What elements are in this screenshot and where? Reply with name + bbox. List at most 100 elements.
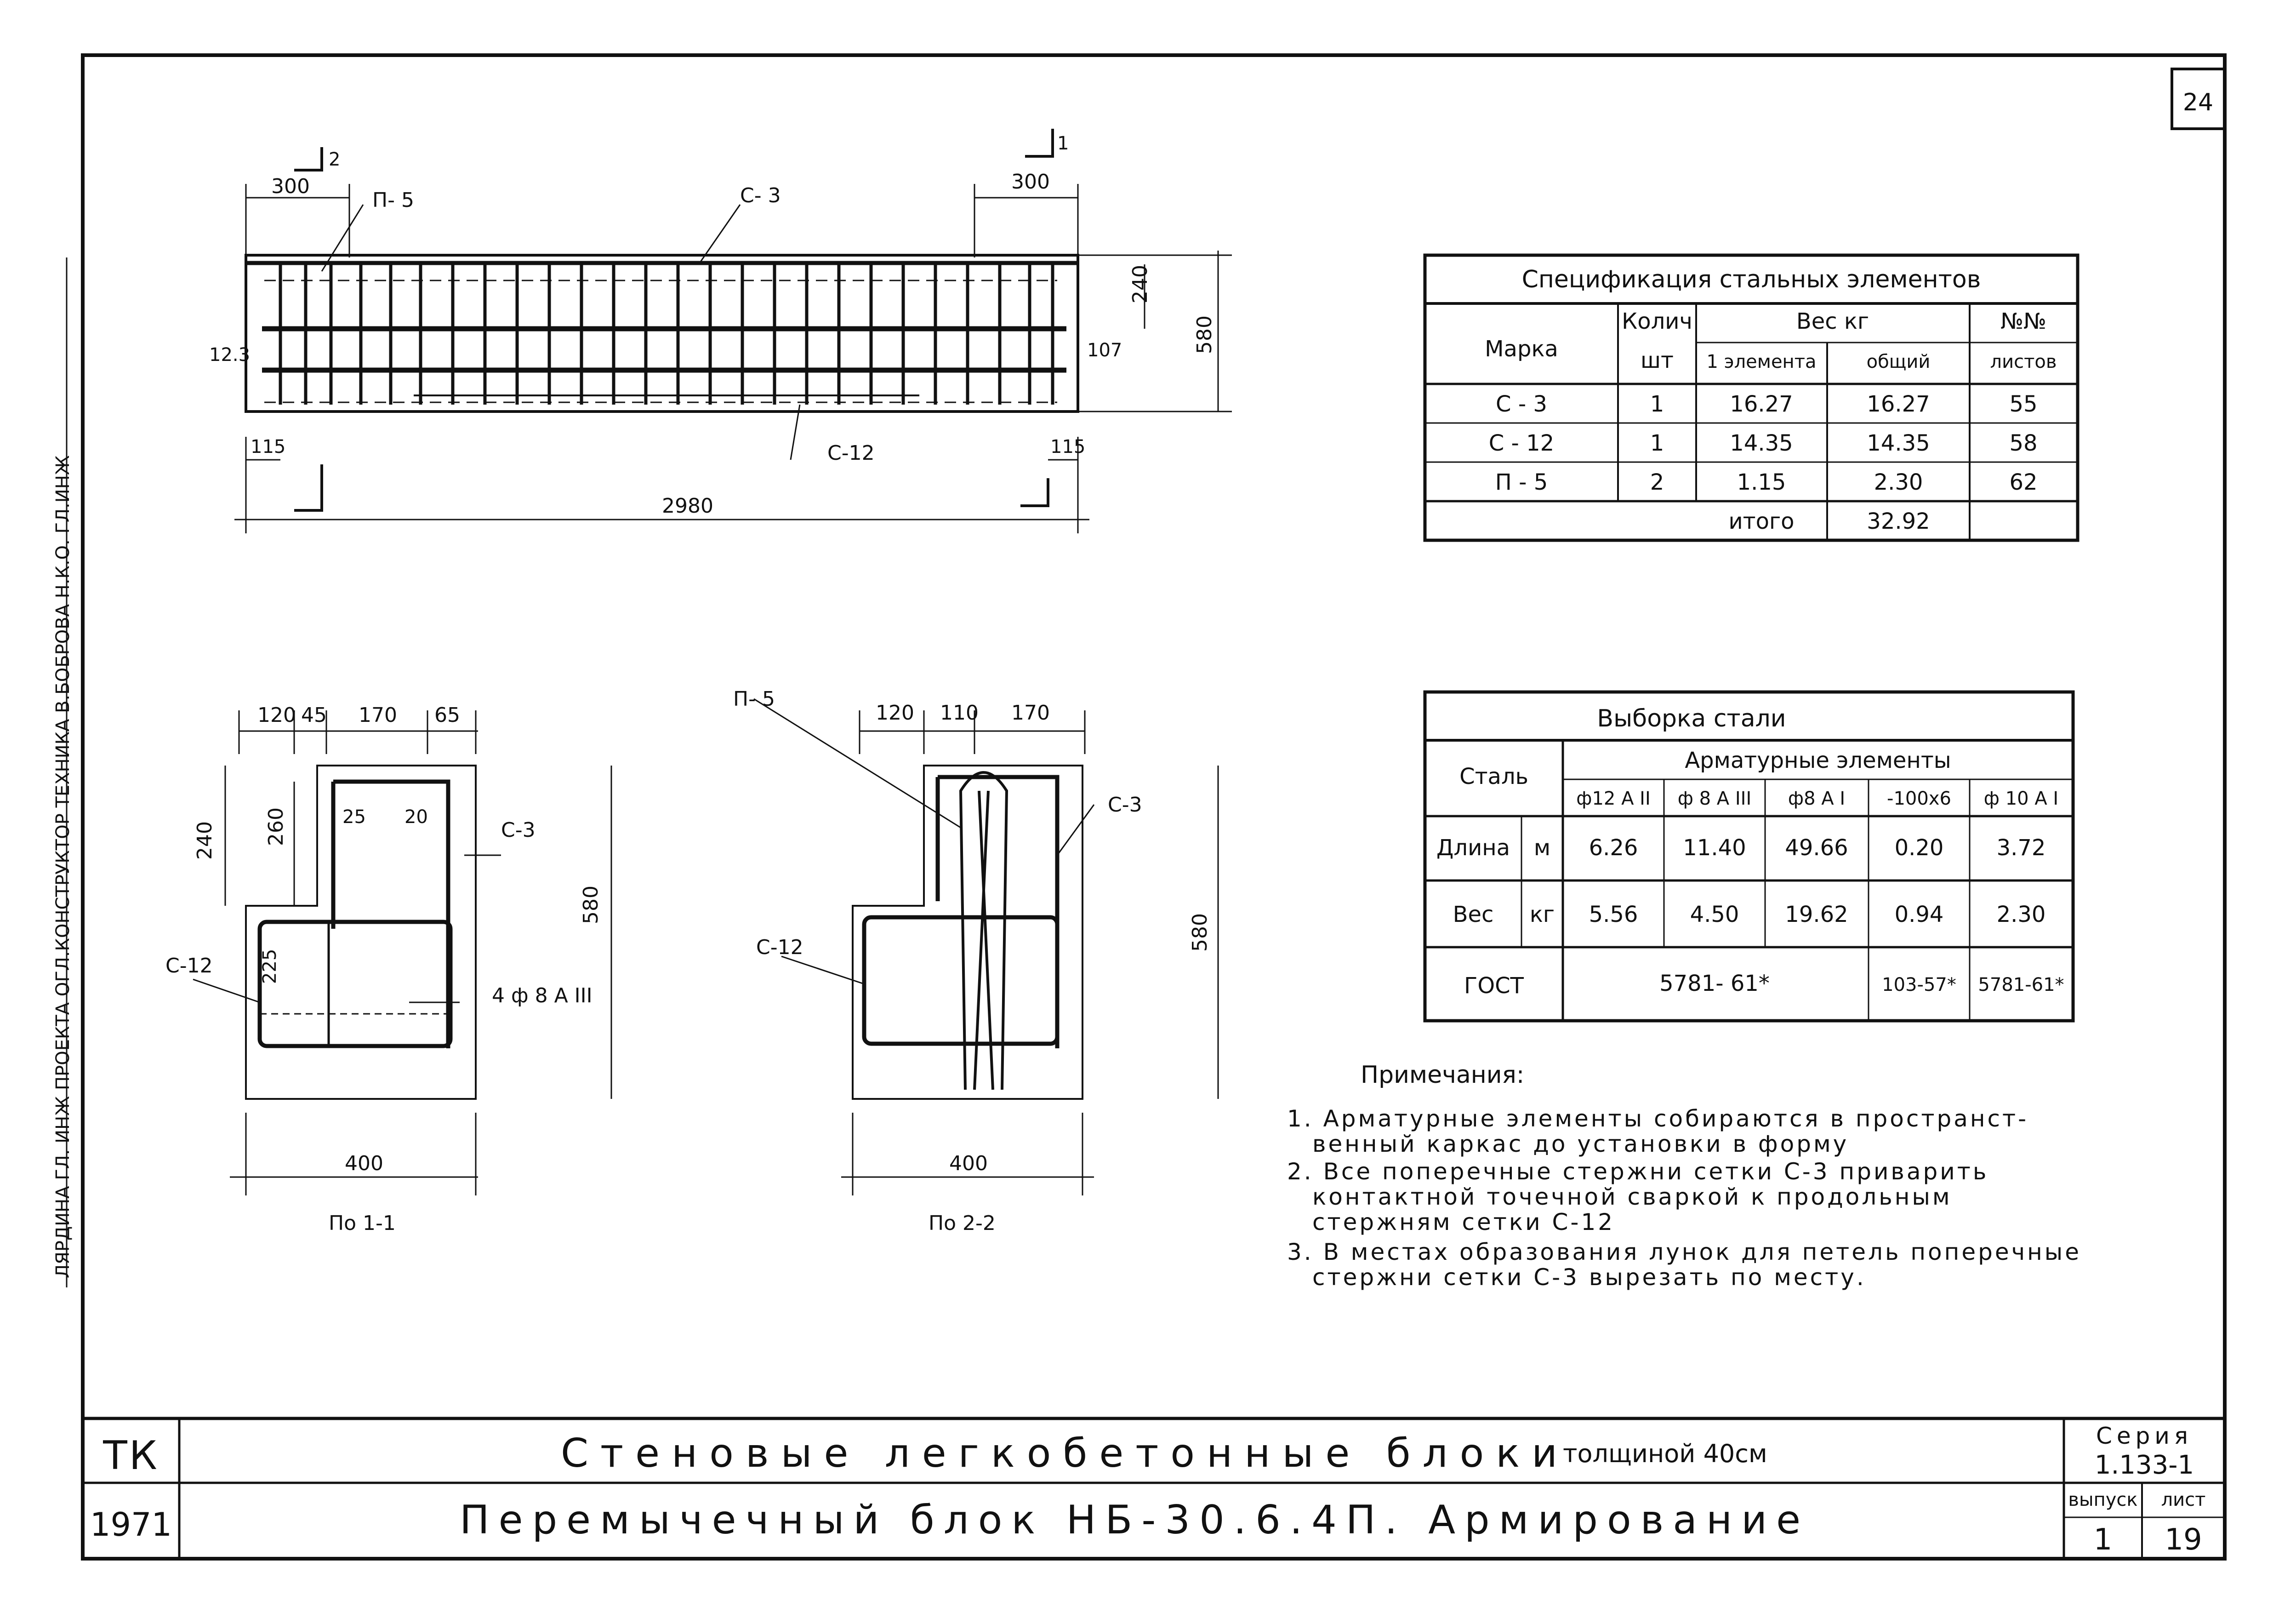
- spec-cell-total: 2.30: [1874, 469, 1923, 495]
- s2-label-c3: С-3: [1108, 793, 1142, 817]
- spec-table-grid: [1423, 253, 2080, 542]
- tb-year: 1971: [90, 1506, 172, 1544]
- section-2-2: [753, 698, 1219, 1195]
- plan-section-mark-2: 2: [329, 149, 340, 170]
- tb-issue-label: выпуск: [2068, 1489, 2137, 1510]
- steel-length-cell: 11.40: [1683, 835, 1746, 861]
- plan-dim-580: 580: [1193, 315, 1216, 354]
- spec-h-mark: Марка: [1485, 336, 1558, 362]
- s1-dim-240: 240: [193, 821, 216, 860]
- plan-dim-right: 300: [1011, 170, 1050, 194]
- steel-weight-unit: кг: [1530, 902, 1555, 927]
- sheet-number-box: [2171, 68, 2226, 130]
- spec-cell-mark: П - 5: [1495, 469, 1548, 495]
- plan-length: 2980: [662, 494, 713, 518]
- title-block-grid: [83, 1417, 2225, 1559]
- s1-dim-260: 260: [264, 807, 288, 846]
- s1-title: По 1-1: [329, 1212, 396, 1235]
- spec-title: Спецификация стальных элементов: [1522, 266, 1981, 293]
- tb-line2: Перемычечный блок НБ-30.6.4П. Армировани…: [460, 1497, 1810, 1543]
- spec-cell-total: 14.35: [1867, 430, 1930, 456]
- spec-cell-mark: С - 3: [1496, 391, 1547, 417]
- spec-cell-sheet: 55: [2009, 391, 2037, 417]
- tb-sheet-value: 19: [2165, 1523, 2202, 1557]
- plan-label-p5: П- 5: [372, 189, 414, 212]
- spec-cell-one: 16.27: [1730, 391, 1793, 417]
- steel-h-elements: Арматурные элементы: [1685, 748, 1951, 773]
- plan-dim-115-right: 115: [1050, 436, 1085, 457]
- sheet-number: 24: [2183, 89, 2213, 116]
- steel-col: ф 10 А I: [1984, 788, 2058, 809]
- steel-gost-1: 5781- 61*: [1659, 971, 1770, 996]
- plan-section-mark-1: 1: [1057, 133, 1069, 154]
- steel-weight-cell: 19.62: [1785, 902, 1848, 927]
- spec-row: С - 12 1 14.35 14.35 58: [1489, 430, 2038, 456]
- s2-dim-400: 400: [949, 1152, 988, 1175]
- tb-line1: Стеновые легкобетонные блоки: [561, 1430, 1569, 1476]
- steel-length-cell: 0.20: [1895, 835, 1944, 861]
- spec-cell-count: 1: [1650, 391, 1664, 417]
- s1-label-bars: 4 ф 8 А III: [492, 984, 593, 1007]
- steel-table-grid: [1423, 690, 2075, 1023]
- steel-gost-2: 103-57*: [1882, 974, 1956, 995]
- spec-cell-sheet: 62: [2009, 469, 2037, 495]
- steel-weight-label: Вес: [1453, 902, 1494, 927]
- spec-cell-sheet: 58: [2009, 430, 2037, 456]
- steel-col: ф8 А I: [1788, 788, 1845, 809]
- steel-length-label: Длина: [1436, 835, 1510, 861]
- tb-line1-small: толщиной 40см: [1563, 1439, 1767, 1468]
- s2-dim-170: 170: [1011, 701, 1050, 725]
- notes-heading: Примечания:: [1361, 1061, 1524, 1089]
- s1-label-c12: С-12: [165, 954, 213, 978]
- steel-col: -100х6: [1887, 788, 1951, 809]
- spec-total-value: 32.92: [1867, 509, 1930, 534]
- plan-dim-115-left: 115: [251, 436, 285, 457]
- steel-length-cell: 6.26: [1589, 835, 1638, 861]
- steel-length-cell: 3.72: [1997, 835, 2046, 861]
- spec-cell-one: 14.35: [1730, 430, 1793, 456]
- s1-dim-25: 25: [342, 806, 366, 828]
- s1-dim-65: 65: [434, 703, 460, 727]
- spec-cell-mark: С - 12: [1489, 430, 1554, 456]
- steel-gost-3: 5781-61*: [1978, 974, 2064, 995]
- tb-issue-value: 1: [2094, 1523, 2113, 1557]
- s1-dim-225: 225: [259, 949, 280, 984]
- steel-length-cell: 49.66: [1785, 835, 1848, 861]
- steel-col: ф 8 А III: [1678, 788, 1752, 809]
- spec-h-w-one: 1 элемента: [1706, 351, 1816, 372]
- s2-dim-120: 120: [876, 701, 914, 725]
- spec-h-w-total: общий: [1867, 351, 1931, 372]
- steel-col: ф12 А II: [1576, 788, 1650, 809]
- spec-row: С - 3 1 16.27 16.27 55: [1496, 391, 2037, 417]
- tb-series-label: Серия: [2096, 1423, 2193, 1449]
- steel-weight-cell: 5.56: [1589, 902, 1638, 927]
- spec-total-label: итого: [1728, 509, 1794, 534]
- spec-cell-count: 1: [1650, 430, 1664, 456]
- tb-org: ТК: [103, 1433, 159, 1479]
- s2-dim-110: 110: [940, 701, 979, 725]
- note-2c: стержням сетки С-12: [1312, 1209, 1615, 1235]
- side-stamp-text: ЛЯРДИНА ГЛ. ИНЖ ПРОЕКТА ОГЛ.КОНСТРУКТОР …: [52, 455, 74, 1278]
- s1-label-c3: С-3: [501, 818, 536, 842]
- s2-label-p5: П- 5: [733, 687, 775, 711]
- s2-title: По 2-2: [929, 1212, 996, 1235]
- spec-h-weight: Вес кг: [1796, 309, 1869, 334]
- s1-dim-45: 45: [301, 703, 327, 727]
- plan-label-c3: С- 3: [740, 184, 781, 207]
- s1-dim-400: 400: [345, 1152, 383, 1175]
- steel-weight-cell: 0.94: [1895, 902, 1944, 927]
- spec-cell-count: 2: [1650, 469, 1664, 495]
- note-3a: 3. В местах образования лунок для петель…: [1287, 1239, 2081, 1265]
- steel-gost-label: ГОСТ: [1464, 973, 1524, 999]
- plan-dim-107: 107: [1087, 340, 1122, 361]
- spec-cell-one: 1.15: [1737, 469, 1786, 495]
- s1-dim-580: 580: [579, 886, 603, 924]
- spec-h-sheet: №№: [2000, 309, 2046, 334]
- s2-label-c12: С-12: [756, 936, 803, 959]
- spec-row: П - 5 2 1.15 2.30 62: [1495, 469, 2038, 495]
- steel-h-steel: Сталь: [1459, 764, 1528, 789]
- note-1b: венный каркас до установки в форму: [1312, 1131, 1849, 1157]
- steel-weight-cell: 2.30: [1997, 902, 2046, 927]
- s1-dim-20: 20: [405, 806, 428, 828]
